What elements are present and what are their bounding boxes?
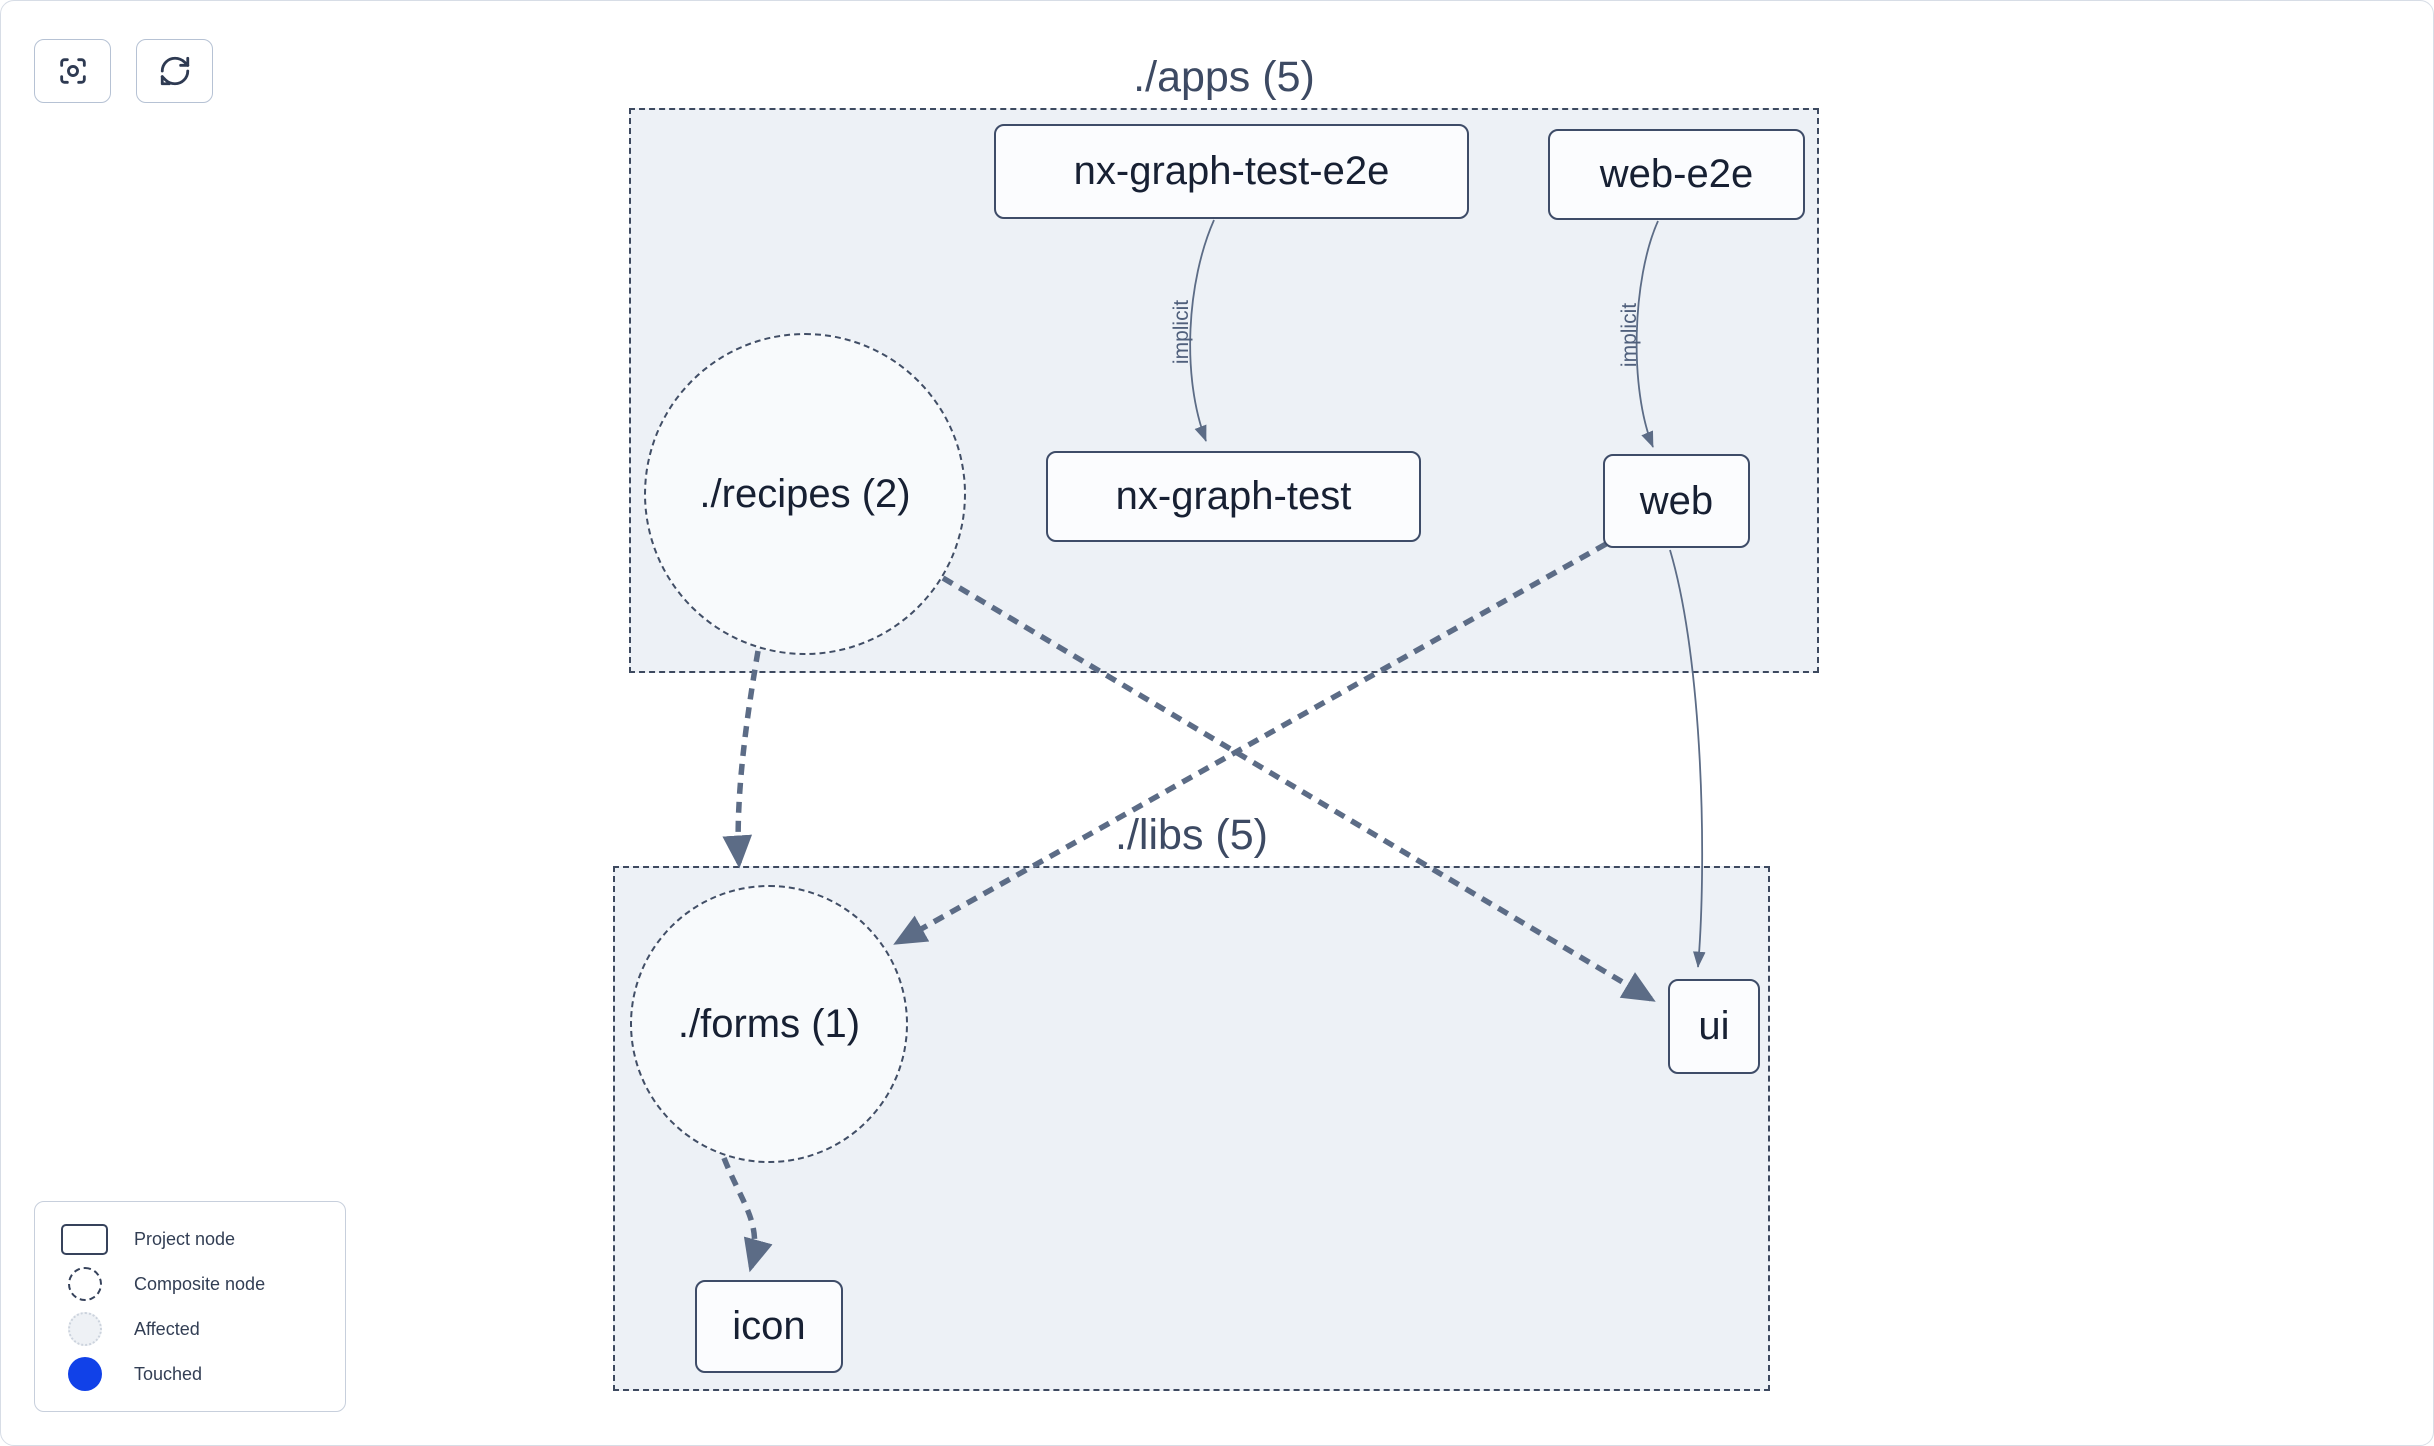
legend-label: Affected xyxy=(134,1318,200,1339)
project-node-icon[interactable]: icon xyxy=(695,1280,843,1373)
composite-node-recipes[interactable]: ./recipes (2) xyxy=(644,333,966,655)
node-label: ./forms (1) xyxy=(677,1001,861,1046)
project-node-swatch xyxy=(61,1223,108,1255)
legend-item-composite-node: Composite node xyxy=(35,1267,345,1301)
node-label: nx-graph-test xyxy=(1115,474,1352,518)
cluster-libs-label: ./libs (5) xyxy=(1115,811,1268,859)
node-label: nx-graph-test-e2e xyxy=(1073,149,1390,193)
node-label: web-e2e xyxy=(1599,152,1754,196)
project-node-nx-graph-test-e2e[interactable]: nx-graph-test-e2e xyxy=(994,124,1469,219)
graph-toolbar xyxy=(34,39,213,103)
node-label: ui xyxy=(1698,1004,1730,1048)
node-label: ./recipes (2) xyxy=(699,471,911,516)
node-label: web xyxy=(1639,478,1714,523)
legend-item-affected: Affected xyxy=(35,1312,345,1346)
project-node-web[interactable]: web xyxy=(1603,454,1750,548)
refresh-button[interactable] xyxy=(136,39,213,103)
legend-item-touched: Touched xyxy=(35,1357,345,1391)
legend-label: Touched xyxy=(134,1363,203,1384)
legend-item-project-node: Project node xyxy=(35,1222,345,1256)
touched-swatch xyxy=(67,1357,102,1391)
node-label: icon xyxy=(732,1304,806,1348)
legend-label: Project node xyxy=(134,1228,236,1249)
affected-swatch xyxy=(67,1312,102,1346)
refresh-icon xyxy=(158,54,192,88)
legend-label: Composite node xyxy=(134,1273,266,1294)
focus-button[interactable] xyxy=(34,39,111,103)
composite-node-forms[interactable]: ./forms (1) xyxy=(630,885,908,1163)
project-node-ui[interactable]: ui xyxy=(1668,979,1760,1074)
composite-node-swatch xyxy=(67,1267,102,1301)
legend: Project node Composite node Affected Tou… xyxy=(34,1201,346,1412)
scan-focus-icon xyxy=(56,54,90,88)
cluster-apps-label: ./apps (5) xyxy=(1133,53,1315,101)
project-node-web-e2e[interactable]: web-e2e xyxy=(1548,129,1805,220)
project-node-nx-graph-test[interactable]: nx-graph-test xyxy=(1046,451,1421,542)
